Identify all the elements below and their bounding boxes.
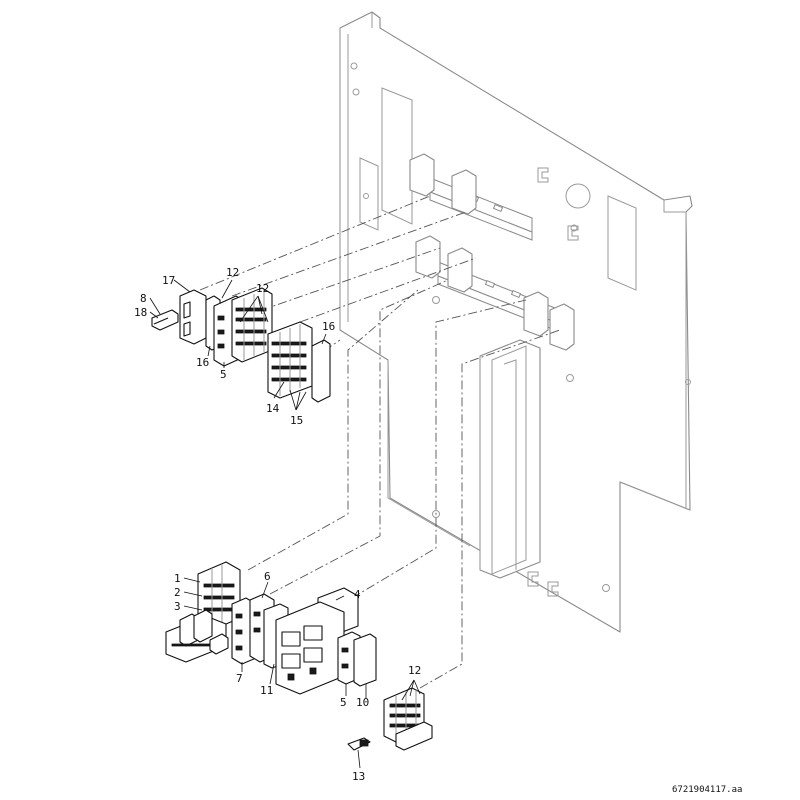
callout-17: 17 [162, 274, 175, 287]
callout-12-upper-right: 12 [256, 282, 269, 295]
leader-lines [149, 279, 421, 769]
upper-terminal-group [151, 287, 331, 403]
callout-18: 18 [134, 306, 147, 319]
callout-5-lower: 5 [340, 696, 347, 709]
terminal-stack-b [231, 287, 273, 363]
lower-relay-group [165, 561, 377, 695]
callout-15: 15 [290, 414, 303, 427]
rail-end-stops [409, 153, 575, 351]
callout-3: 3 [174, 600, 181, 613]
callout-10: 10 [356, 696, 369, 709]
callout-2: 2 [174, 586, 181, 599]
callout-11: 11 [260, 684, 273, 697]
callout-14: 14 [266, 402, 280, 415]
callout-13: 13 [352, 770, 365, 783]
small-terminal-group [383, 687, 433, 751]
callout-1: 1 [174, 572, 181, 585]
callout-4: 4 [354, 588, 361, 601]
callout-16-left: 16 [196, 356, 209, 369]
part-17 [179, 289, 207, 345]
callout-12-lower: 12 [408, 664, 421, 677]
callout-8: 8 [140, 292, 147, 305]
part-18 [151, 309, 179, 331]
cable-duct [479, 339, 541, 579]
callout-7: 7 [236, 672, 243, 685]
callout-6: 6 [264, 570, 271, 583]
callout-16-right: 16 [322, 320, 335, 333]
callout-5-upper: 5 [220, 368, 227, 381]
callout-12-upper-left: 12 [226, 266, 239, 279]
callout-labels: 17 8 18 12 12 16 5 14 15 16 1 2 3 6 7 11… [134, 266, 421, 783]
assembly-paths [199, 195, 561, 689]
relay-socket-base [165, 609, 229, 663]
document-reference: 6721904117.aa [672, 785, 742, 795]
part-4-contactor [275, 587, 359, 695]
part-13 [347, 737, 371, 751]
part-10 [353, 633, 377, 687]
part-16-right [311, 339, 331, 403]
terminal-stack-c [267, 321, 313, 399]
